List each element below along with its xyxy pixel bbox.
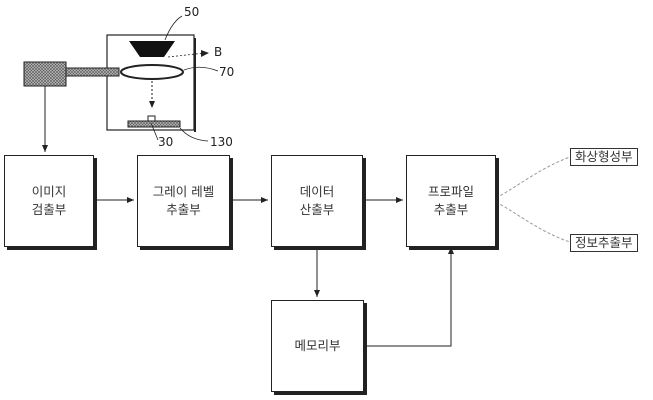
ref-label-b: B [214, 45, 223, 59]
block-gray-level-line1: 그레이 레벨 [152, 184, 215, 199]
leader-line-70 [183, 66, 219, 72]
camera-arm [65, 67, 120, 77]
block-image-detector-line2: 검출부 [31, 202, 67, 217]
connector-memory-to-profile [364, 247, 454, 347]
camera-body [23, 61, 67, 87]
ref-label-30: 30 [158, 135, 174, 149]
block-profile-extractor-line1: 프로파일 [427, 184, 474, 199]
beam-arrow-head [149, 101, 155, 108]
output-info-extractor: 정보추출부 [570, 234, 638, 252]
lens-element [129, 41, 175, 57]
ref-label-130: 130 [210, 135, 233, 149]
block-image-detector: 이미지 검출부 [4, 155, 94, 247]
block-memory-label: 메모리부 [294, 338, 341, 353]
leader-line-30 [150, 122, 159, 141]
leader-line-50 [164, 15, 183, 41]
ref-label-50: 50 [184, 5, 200, 19]
block-image-detector-line1: 이미지 [31, 184, 67, 199]
connector-profile-to-image-former [495, 156, 571, 199]
connector-profile-to-info-extractor [495, 201, 571, 243]
block-data-calculator-line1: 데이터 [299, 184, 335, 199]
stage-plate [127, 120, 181, 128]
leader-arrow-b [201, 50, 209, 57]
block-gray-level-line2: 추출부 [166, 202, 201, 217]
block-profile-extractor-line2: 추출부 [433, 202, 469, 217]
block-profile-extractor: 프로파일 추출부 [406, 155, 496, 247]
output-image-former: 화상형성부 [570, 148, 638, 166]
ring-element [120, 64, 184, 80]
ref-label-70: 70 [219, 65, 235, 79]
device-housing-shadow [194, 38, 196, 132]
block-memory: 메모리부 [271, 300, 364, 392]
block-data-calculator: 데이터 산출부 [271, 155, 363, 247]
block-data-calculator-line2: 산출부 [299, 202, 335, 217]
block-gray-level-extractor: 그레이 레벨 추출부 [137, 155, 230, 247]
sample-element [147, 115, 156, 122]
leader-line-130 [179, 127, 209, 142]
